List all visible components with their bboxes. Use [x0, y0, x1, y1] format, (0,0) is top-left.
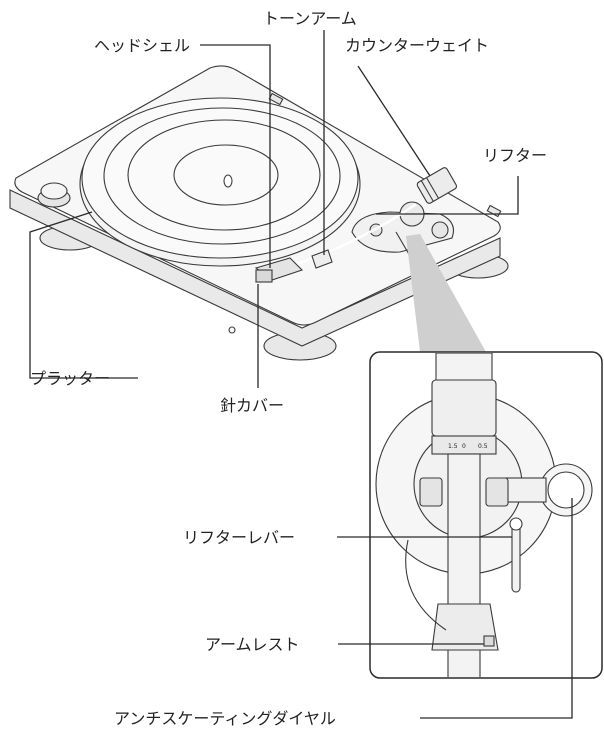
lifter-lever-illus — [395, 231, 411, 257]
inset-arm-rest — [431, 603, 499, 651]
label-anti-skating-dial: アンチスケーティングダイヤル — [114, 709, 336, 728]
inset-gimbal-left — [419, 477, 443, 507]
label-lifter-lever: リフターレバー — [183, 528, 295, 547]
headphone-jack — [228, 326, 236, 334]
detail-inset: 1.5 0 0.5 — [369, 351, 603, 679]
anti-skate-knob — [431, 221, 449, 239]
label-stylus-cover: 針カバー — [220, 396, 284, 415]
cartridge — [255, 269, 273, 283]
mat-ring-3 — [173, 144, 279, 206]
scale-tick-2: 0 — [462, 443, 466, 450]
leader-lifter — [376, 176, 519, 215]
label-headshell: ヘッドシェル — [94, 36, 190, 55]
mat-ring-2 — [127, 119, 321, 231]
inset-arm-rest-clip — [483, 635, 495, 647]
counterweight — [416, 167, 458, 204]
leader-counterweight — [357, 65, 431, 177]
platter-edge — [81, 97, 359, 259]
turntable-illustration — [9, 65, 509, 361]
leader-lines — [29, 30, 573, 719]
inset-counterweight — [431, 379, 497, 437]
inset-lifter-lever — [511, 521, 521, 593]
spindle — [223, 174, 233, 188]
label-platter: プラッター — [30, 369, 110, 388]
label-lifter: リフター — [483, 146, 547, 165]
plinth-side — [9, 189, 501, 347]
mat-ring-1 — [103, 107, 341, 245]
labels: トーンアーム ヘッドシェル カウンターウェイト リフター プラッター 針カバー … — [30, 9, 547, 728]
label-tonearm: トーンアーム — [263, 9, 357, 28]
rear-bump-1 — [268, 92, 284, 106]
leader-headshell — [200, 44, 271, 268]
inset-dial-neck — [505, 477, 547, 503]
tonearm-base — [351, 211, 455, 253]
leader-anti-skating — [420, 498, 573, 719]
scale-tick-1: 1.5 — [448, 443, 458, 450]
inset-dial-inner — [547, 471, 585, 509]
scale-tick-3: 0.5 — [478, 443, 488, 450]
speed-knob — [40, 182, 68, 200]
rear-bump-2 — [486, 204, 502, 218]
label-counterweight: カウンターウェイト — [345, 36, 489, 55]
leader-platter — [29, 211, 138, 379]
inset-gimbal-right — [485, 477, 509, 507]
arm-rest-illus — [311, 249, 333, 269]
label-arm-rest: アームレスト — [205, 635, 300, 654]
tonearm-tube-highlight — [289, 202, 417, 268]
inset-lifter-knob — [509, 517, 523, 531]
inset-support-arc — [405, 539, 447, 631]
zoom-shadow — [406, 234, 486, 352]
